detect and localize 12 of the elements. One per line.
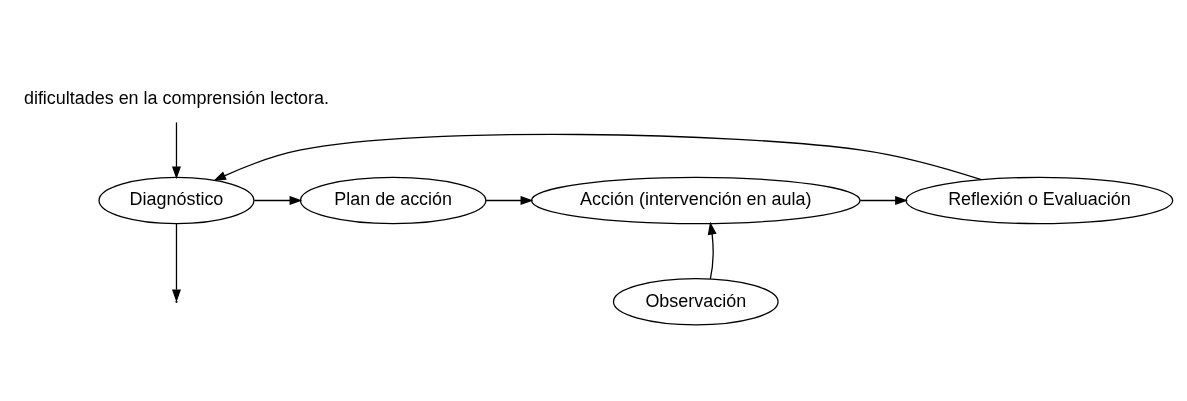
node-ellipse: Diagnóstico — [98, 176, 255, 225]
node-ellipse: Reflexión o Evaluación — [905, 176, 1174, 225]
arrow — [859, 196, 908, 205]
arrow — [253, 196, 303, 205]
arrow — [485, 196, 534, 205]
node-ellipse: Plan de acción — [299, 176, 487, 225]
node-text: dificultades en la comprensión lectora. — [23, 87, 330, 108]
arrow — [707, 221, 717, 280]
node-ellipse: Acción (intervención en aula) — [530, 176, 861, 225]
arrow — [213, 133, 982, 182]
node-ellipse: Observación — [612, 278, 779, 326]
arrow — [172, 121, 181, 180]
